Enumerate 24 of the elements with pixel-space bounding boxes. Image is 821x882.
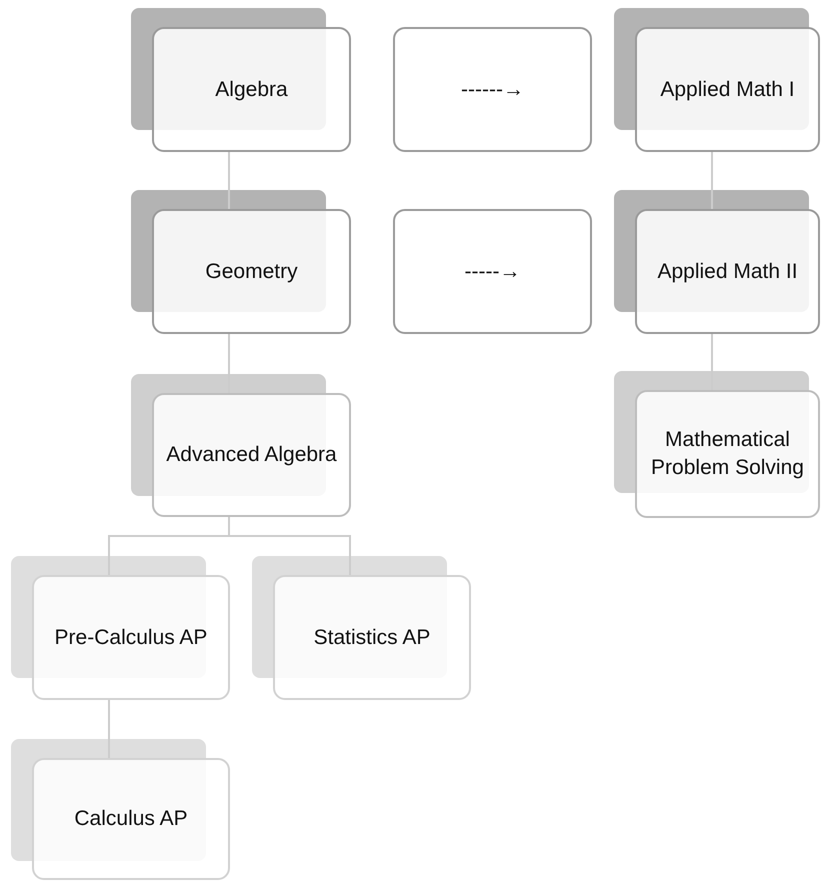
course-name: Advanced Algebra	[166, 442, 337, 468]
course-box	[152, 393, 351, 517]
course-name: Pre-Calculus AP	[54, 624, 208, 650]
course-name: Applied Math I	[660, 76, 795, 102]
course-name: Statistics AP	[314, 624, 430, 650]
course-name: Calculus AP	[74, 806, 188, 832]
course-box	[32, 575, 230, 700]
connector-line	[228, 152, 230, 209]
arrow-text: ------→	[461, 76, 524, 102]
connector-line	[711, 152, 713, 209]
course-box	[635, 209, 820, 334]
course-box	[635, 27, 820, 152]
connector-line	[108, 700, 110, 758]
course-box	[635, 390, 820, 518]
course-name: Algebra	[215, 76, 288, 102]
course-name: Applied Math II	[657, 258, 798, 284]
course-box	[32, 758, 230, 880]
connector-line	[228, 517, 351, 575]
arrow-text: -----→	[464, 258, 520, 284]
course-name: Geometry	[205, 258, 298, 284]
course-box	[273, 575, 471, 700]
course-box	[152, 27, 351, 152]
course-box	[152, 209, 351, 334]
course-name: Mathematical Problem Solving	[650, 427, 805, 481]
